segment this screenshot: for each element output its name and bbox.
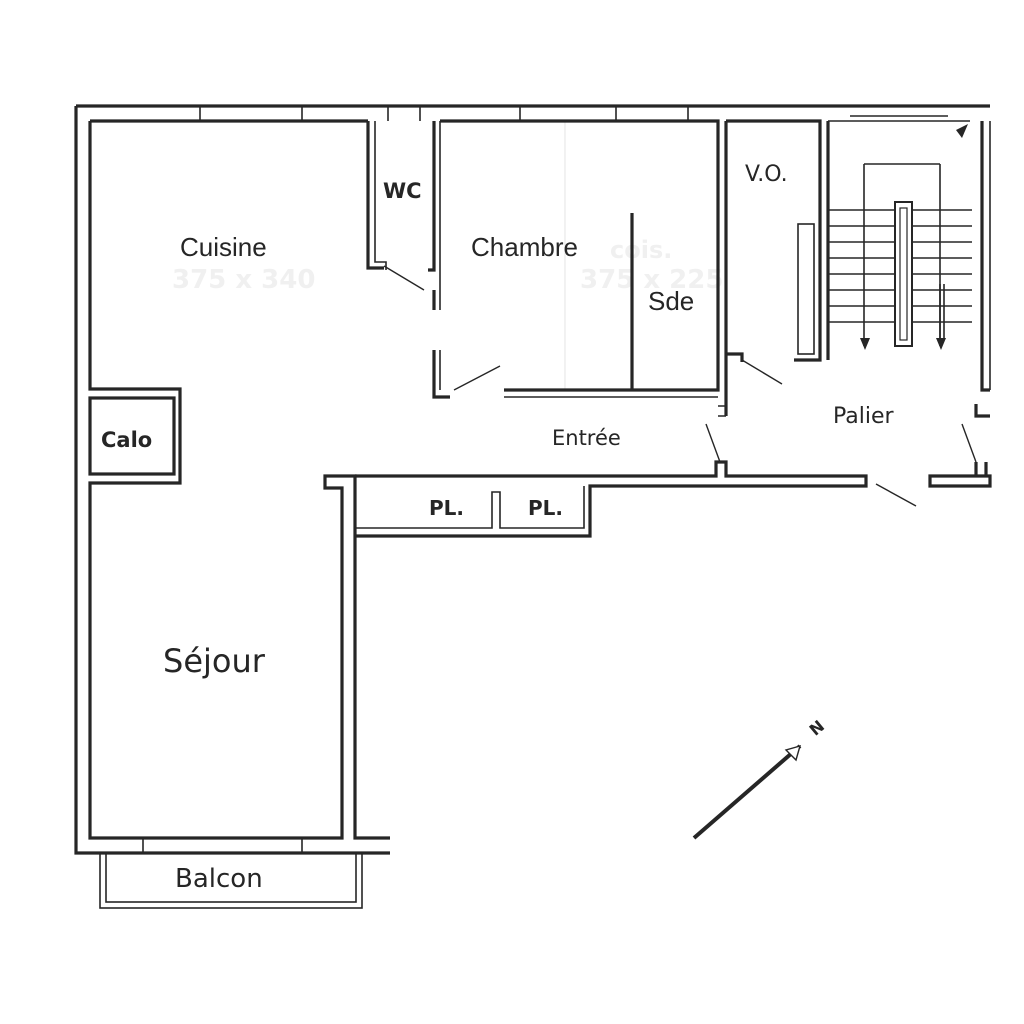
room-label-sde: Sde (648, 286, 694, 316)
room-label-calo: Calo (101, 428, 152, 452)
vo-door-swing (741, 359, 783, 385)
compass-arrow-shaft-icon (692, 744, 802, 840)
vo-wall-jamb (718, 405, 726, 417)
watermark-chambre-dim: 375 x 225 (580, 265, 723, 295)
entree-wall-bottom (355, 460, 868, 538)
entree-door-swing (705, 423, 721, 463)
entree-walls (354, 423, 992, 538)
top-window-mullions (199, 106, 689, 121)
compass-north-label: N (806, 716, 828, 739)
palier-wall-right (928, 474, 992, 488)
balcony (99, 852, 363, 909)
palier-right-jamb (974, 404, 990, 418)
chambre-door-jamb (432, 350, 450, 399)
exterior-walls (74, 104, 990, 855)
watermark: 375 x 340 cois. 375 x 225 (172, 236, 723, 295)
wc-wall-left (366, 121, 384, 270)
chambre-wall-outline (440, 119, 720, 392)
watermark-chambre-word: cois. (610, 236, 672, 264)
vo-walls (718, 119, 822, 417)
wc-wall-left-inner (374, 121, 387, 270)
vo-wall-outline (726, 119, 822, 362)
wc-walls (366, 121, 441, 310)
watermark-cuisine-dim: 375 x 340 (172, 265, 315, 295)
room-label-entree: Entrée (552, 426, 621, 450)
chambre-walls (432, 119, 720, 399)
palier-right-door-swing (961, 423, 977, 463)
stair-wall-right (980, 121, 990, 392)
room-label-vo: V.O. (745, 162, 788, 187)
compass: N (692, 716, 828, 840)
stair-arrow-shaft (939, 284, 945, 338)
placard-outline (354, 486, 585, 529)
vo-door-jamb (726, 352, 744, 362)
room-label-placard-2: PL. (528, 496, 563, 520)
stairwell (826, 115, 991, 418)
stair-direction-arrows (860, 338, 946, 350)
wc-wall-right (428, 121, 436, 310)
balcony-window-mullions (142, 838, 303, 853)
room-label-chambre: Chambre (471, 232, 578, 262)
room-labels: Cuisine WC Chambre Sde V.O. Palier Calo … (101, 162, 895, 894)
palier-right-door-jamb (974, 462, 988, 476)
room-label-placard-1: PL. (429, 496, 464, 520)
palier-door-swing (875, 483, 917, 507)
vo-shaft (797, 223, 815, 355)
stair-central-rail-inner (899, 207, 908, 341)
wc-door-swing (383, 265, 425, 291)
room-label-balcon: Balcon (175, 864, 263, 894)
chambre-door-swing (453, 365, 501, 391)
wall-left-inner (88, 121, 390, 840)
compass-arrow-head-icon (784, 744, 802, 762)
room-label-wc: WC (383, 179, 422, 203)
stair-corner-mark (956, 124, 968, 138)
room-label-sejour: Séjour (163, 642, 266, 680)
room-label-palier: Palier (833, 404, 895, 429)
room-label-cuisine: Cuisine (180, 232, 267, 262)
calo-box (88, 396, 176, 476)
balcony-inner (105, 852, 357, 903)
